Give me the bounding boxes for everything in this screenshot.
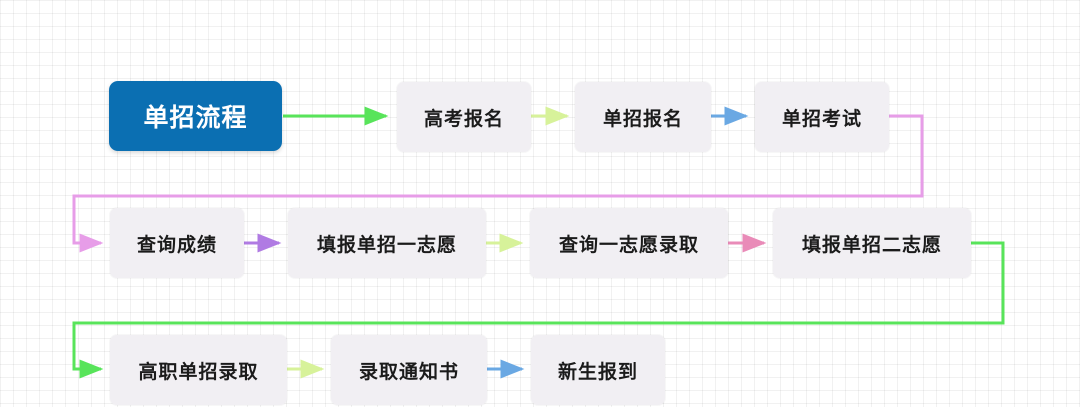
connector-exam-to-query-score: [72, 114, 924, 253]
step-admission-notice: 录取通知书: [331, 335, 487, 405]
step-new-student-register: 新生报到: [531, 335, 665, 405]
step-vocational-admission: 高职单招录取: [110, 335, 287, 405]
flow-start-node: 单招流程: [109, 81, 282, 151]
step-fill-second-choice: 填报单招二志愿: [773, 208, 971, 278]
step-danzhao-exam: 单招考试: [755, 82, 889, 152]
step-fill-first-choice: 填报单招一志愿: [288, 208, 486, 278]
connector-second-choice-to-admission: [72, 241, 1005, 379]
step-danzhao-signup: 单招报名: [575, 82, 711, 152]
step-query-first-admission: 查询一志愿录取: [530, 208, 728, 278]
step-query-score: 查询成绩: [110, 208, 244, 278]
step-gaokao-signup: 高考报名: [397, 82, 531, 152]
